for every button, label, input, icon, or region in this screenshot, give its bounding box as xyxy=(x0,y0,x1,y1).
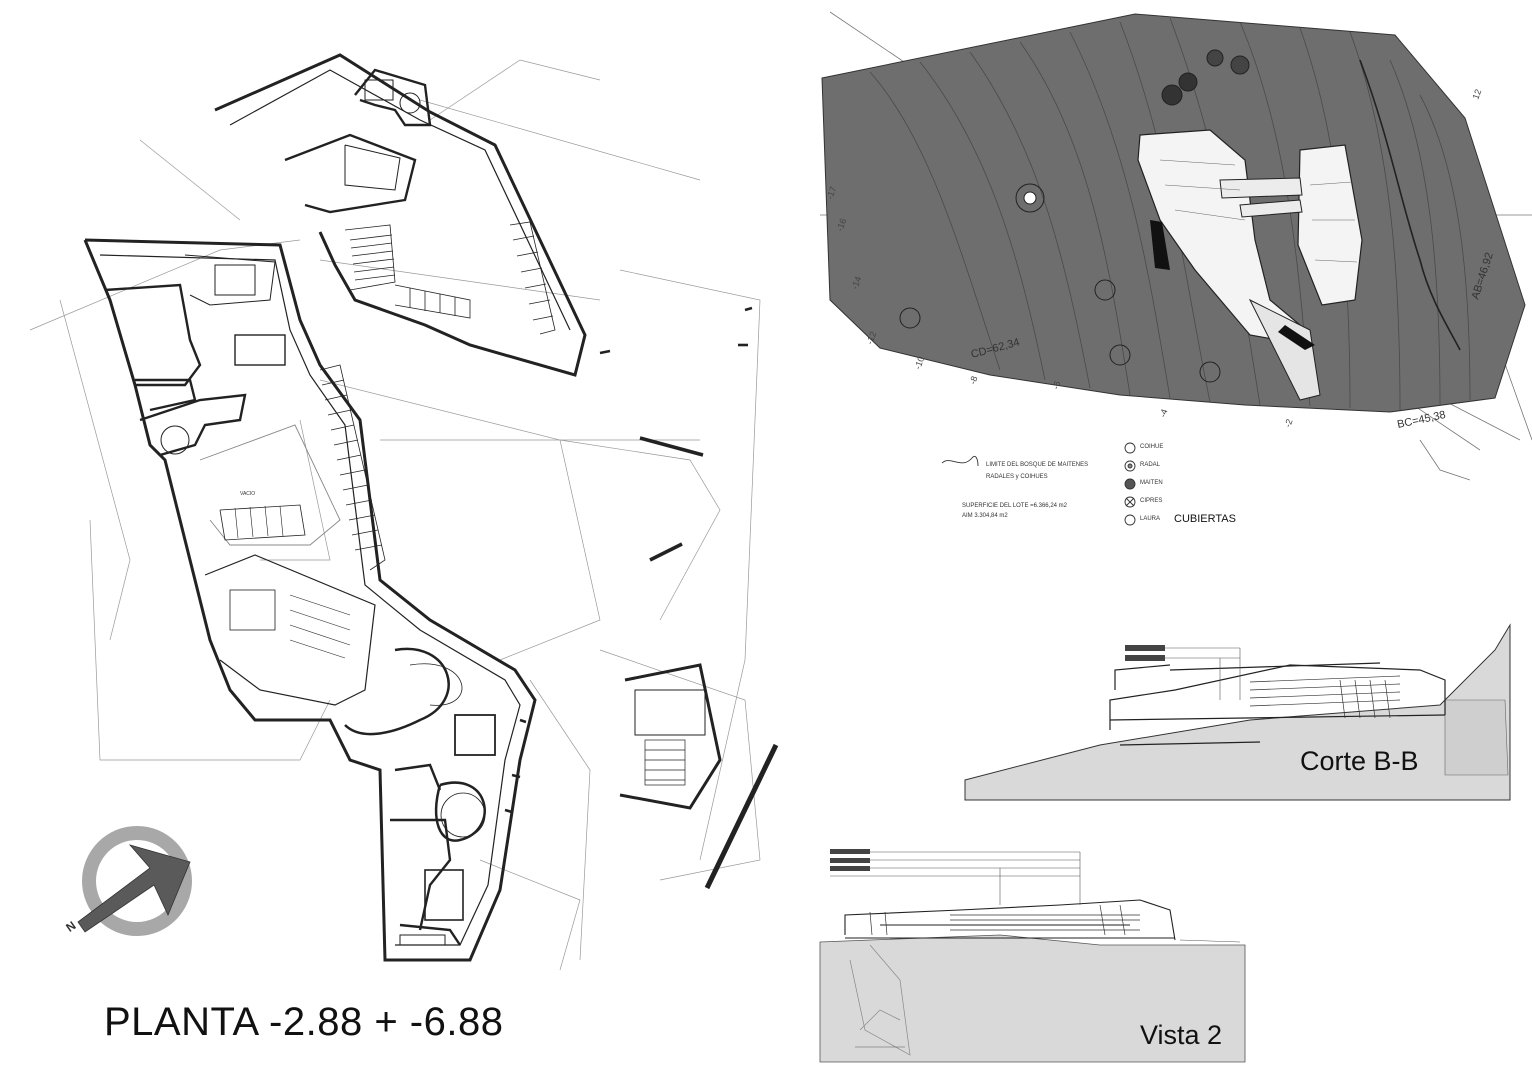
svg-text:-17: -17 xyxy=(824,185,838,201)
legend-species-cipres: CIPRES xyxy=(1140,498,1163,504)
legend-species-radal: RADAL xyxy=(1140,462,1161,468)
legend-species-maiten: MAITEN xyxy=(1140,480,1163,486)
svg-text:12: 12 xyxy=(1470,88,1483,101)
svg-text:-16: -16 xyxy=(834,217,848,233)
floor-plan xyxy=(29,53,779,971)
site-legend-symbols xyxy=(941,442,1136,526)
bc-dimension: BC=45,38 xyxy=(1396,409,1447,431)
elevation-title: Vista 2 xyxy=(1140,1020,1223,1050)
vista-2 xyxy=(819,849,1246,1063)
legend-area-2: AIM 3.304,84 m2 xyxy=(962,513,1008,519)
svg-text:N: N xyxy=(63,918,78,934)
svg-text:-2: -2 xyxy=(1282,418,1294,429)
section-title: Corte B-B xyxy=(1300,746,1419,776)
svg-text:-6: -6 xyxy=(1050,380,1062,391)
plan-title: PLANTA -2.88 + -6.88 xyxy=(104,1000,504,1044)
legend-area-1: SUPERFICIE DEL LOTE =6.366,24 m2 xyxy=(962,503,1067,509)
section-b-b xyxy=(964,623,1511,801)
svg-text:-14: -14 xyxy=(849,275,863,291)
svg-text:-4: -4 xyxy=(1157,408,1169,419)
north-arrow-icon: N xyxy=(63,826,192,936)
legend-species-coihue: COIHUE xyxy=(1140,444,1164,450)
site-plan: -17 -16 -14 -12 -10 -8 -6 -4 -2 12 xyxy=(820,11,1532,481)
svg-text:-8: -8 xyxy=(967,375,979,386)
roof-plan-title: CUBIERTAS xyxy=(1174,513,1236,525)
legend-limit-line-2: RADALES y COIHUES xyxy=(986,474,1048,480)
legend-limit-line-1: LIMITE DEL BOSQUE DE MAITENES xyxy=(986,462,1089,468)
svg-text:-10: -10 xyxy=(912,355,926,371)
svg-text:-12: -12 xyxy=(864,330,878,346)
legend-species-laura: LAURA xyxy=(1140,516,1161,522)
vacio-label: VACIO xyxy=(240,491,255,497)
